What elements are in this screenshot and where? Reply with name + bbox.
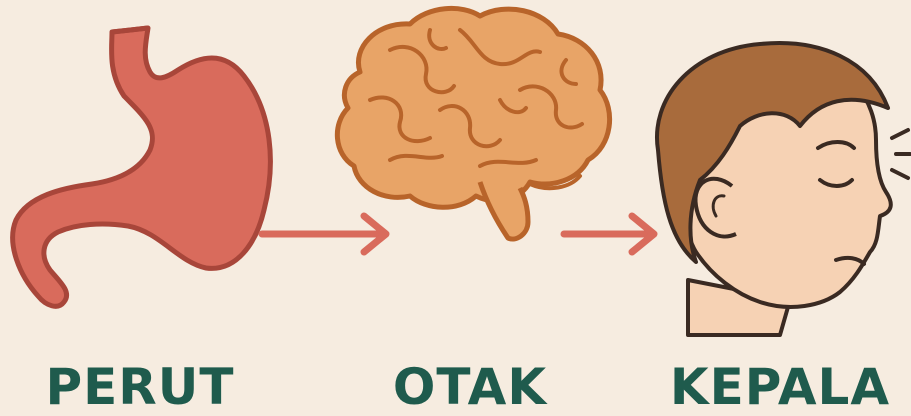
stage-label-brain: OTAK — [380, 358, 560, 416]
head-illustration — [640, 30, 911, 345]
stage-label-head: KEPALA — [660, 358, 900, 416]
head-icon — [640, 30, 911, 345]
brain-icon — [330, 0, 620, 245]
stomach-illustration — [0, 0, 280, 330]
stage-label-stomach: PERUT — [40, 358, 240, 416]
brain-illustration — [330, 0, 620, 245]
stomach-icon — [0, 0, 280, 330]
